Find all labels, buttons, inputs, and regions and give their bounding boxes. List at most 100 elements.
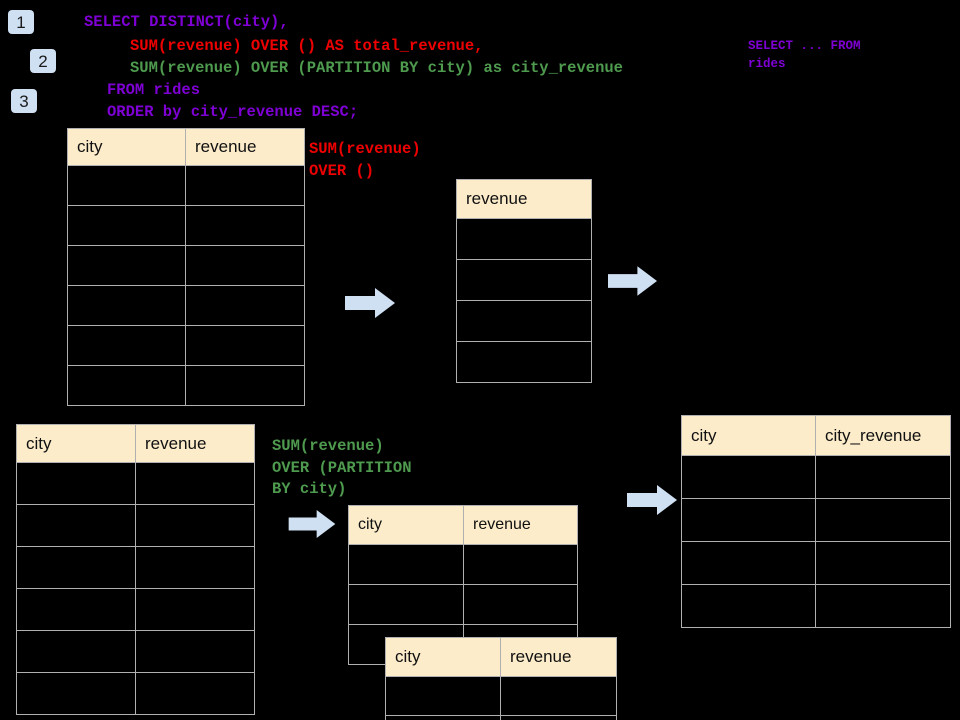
column-header-city: city — [348, 505, 464, 545]
table-header-row: city revenue — [348, 505, 578, 545]
rides-source-table-bottom: city revenue — [16, 424, 255, 715]
cell-city — [67, 165, 186, 206]
query-line-total-revenue: SUM(revenue) OVER () AS total_revenue, — [130, 37, 484, 55]
annotation-sum-over-empty: SUM(revenue) OVER () — [309, 140, 421, 180]
cell-city — [67, 325, 186, 366]
table-row — [456, 259, 592, 301]
query-line-select: SELECT DISTINCT(city), — [84, 13, 289, 31]
cell-revenue — [135, 504, 255, 547]
table-body — [456, 218, 592, 383]
table-row — [16, 462, 255, 505]
step-badge-3[interactable]: 3 — [11, 89, 37, 113]
table-header-row: revenue — [456, 179, 592, 219]
cell-city — [16, 588, 136, 631]
cell-revenue — [185, 205, 305, 246]
partition-group-table-front: city revenue — [385, 637, 617, 720]
cell-revenue — [185, 245, 305, 286]
cell-city — [16, 546, 136, 589]
cell-revenue — [456, 341, 592, 383]
cell-revenue — [135, 462, 255, 505]
column-header-revenue: revenue — [456, 179, 592, 219]
cell-revenue — [456, 218, 592, 260]
column-header-city: city — [385, 637, 501, 677]
table-row — [16, 630, 255, 673]
cell-revenue — [185, 365, 305, 406]
table-row — [67, 365, 305, 406]
table-body — [16, 462, 255, 715]
table-body — [681, 455, 951, 628]
step-badge-2[interactable]: 2 — [30, 49, 56, 73]
table-row — [67, 245, 305, 286]
table-row — [67, 285, 305, 326]
step-badge-1-label: 1 — [16, 12, 26, 32]
cell-city — [16, 504, 136, 547]
cell-city — [385, 676, 501, 716]
cell-city — [348, 544, 464, 585]
table-header-row: city revenue — [16, 424, 255, 463]
cell-city-revenue — [815, 455, 951, 499]
column-header-revenue: revenue — [135, 424, 255, 463]
query-line-order-by: ORDER by city_revenue DESC; — [107, 103, 359, 121]
column-header-city-revenue: city_revenue — [815, 415, 951, 456]
cell-revenue — [500, 676, 617, 716]
column-header-city: city — [681, 415, 816, 456]
cell-revenue — [135, 588, 255, 631]
arrow-total-to-result — [608, 266, 657, 296]
table-body — [67, 165, 305, 406]
table-body — [385, 676, 617, 720]
step-badge-3-label: 3 — [19, 91, 29, 111]
table-row — [681, 584, 951, 628]
column-header-revenue: revenue — [463, 505, 578, 545]
table-row — [456, 300, 592, 342]
table-row — [16, 504, 255, 547]
table-row — [456, 341, 592, 383]
cell-revenue — [135, 630, 255, 673]
table-header-row: city revenue — [67, 128, 305, 166]
cell-city-revenue — [815, 498, 951, 542]
cell-city — [67, 365, 186, 406]
cell-city — [681, 584, 816, 628]
total-revenue-table: revenue — [456, 179, 592, 383]
cell-revenue — [456, 300, 592, 342]
table-row — [16, 588, 255, 631]
cell-revenue — [456, 259, 592, 301]
table-row — [385, 676, 617, 716]
annotation-select-from-rides: SELECT ... FROM rides — [748, 39, 861, 71]
cell-city — [67, 285, 186, 326]
step-badge-2-label: 2 — [38, 51, 48, 71]
cell-city — [681, 455, 816, 499]
column-header-city: city — [67, 128, 186, 166]
table-row — [385, 715, 617, 720]
table-row — [348, 584, 578, 625]
cell-city — [67, 205, 186, 246]
query-line-from: FROM rides — [107, 81, 201, 99]
cell-revenue — [500, 715, 617, 720]
column-header-revenue: revenue — [185, 128, 305, 166]
arrow-partition-to-result — [627, 485, 677, 515]
column-header-revenue: revenue — [500, 637, 617, 677]
table-row — [681, 541, 951, 585]
cell-city — [16, 630, 136, 673]
table-row — [16, 672, 255, 715]
table-header-row: city revenue — [385, 637, 617, 677]
cell-city-revenue — [815, 584, 951, 628]
cell-city — [16, 462, 136, 505]
cell-revenue — [463, 584, 578, 625]
table-row — [681, 455, 951, 499]
table-row — [681, 498, 951, 542]
cell-revenue — [185, 285, 305, 326]
arrow-source-to-total — [345, 288, 395, 318]
table-row — [348, 544, 578, 585]
cell-city — [681, 498, 816, 542]
arrow-source-to-partition — [288, 510, 336, 538]
query-line-city-revenue: SUM(revenue) OVER (PARTITION BY city) as… — [130, 59, 623, 77]
table-header-row: city city_revenue — [681, 415, 951, 456]
table-row — [67, 325, 305, 366]
table-row — [67, 165, 305, 206]
cell-revenue — [185, 165, 305, 206]
table-row — [67, 205, 305, 246]
cell-city — [348, 584, 464, 625]
column-header-city: city — [16, 424, 136, 463]
step-badge-1[interactable]: 1 — [8, 10, 34, 34]
